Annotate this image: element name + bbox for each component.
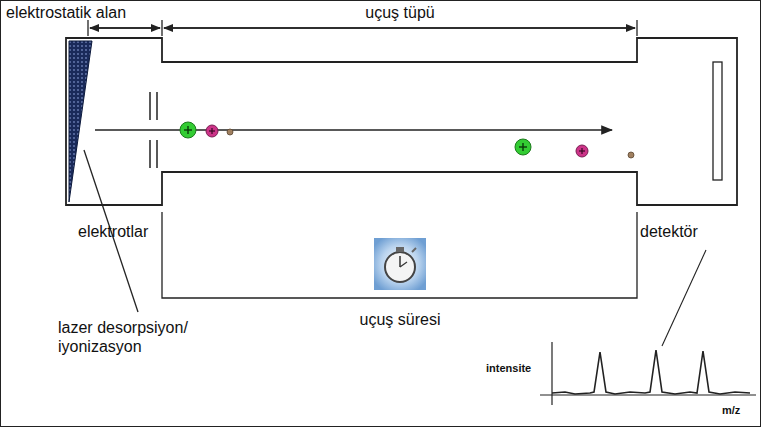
dimension-brackets	[88, 20, 637, 36]
mass-spectrum	[540, 342, 756, 405]
detector	[713, 62, 722, 180]
axis-label: intensite	[486, 362, 531, 375]
time-label: uçuş süresi	[360, 310, 441, 329]
ion-path-arrow	[95, 129, 612, 131]
leader-line	[662, 250, 706, 346]
flight-time-bracket	[162, 212, 637, 298]
region-label: elektrostatik alan	[6, 3, 126, 22]
ions	[180, 122, 634, 158]
region-label: uçuş tüpü	[365, 3, 434, 22]
part-label: lazer desorpsiyon/ iyonizasyon	[58, 318, 208, 356]
axis-label: m/z	[722, 404, 740, 417]
part-label: elektrotlar	[78, 222, 148, 241]
part-label: detektör	[640, 222, 698, 241]
stopwatch-icon	[374, 238, 426, 290]
flight-tube	[66, 38, 737, 205]
sample-plate	[69, 41, 92, 202]
